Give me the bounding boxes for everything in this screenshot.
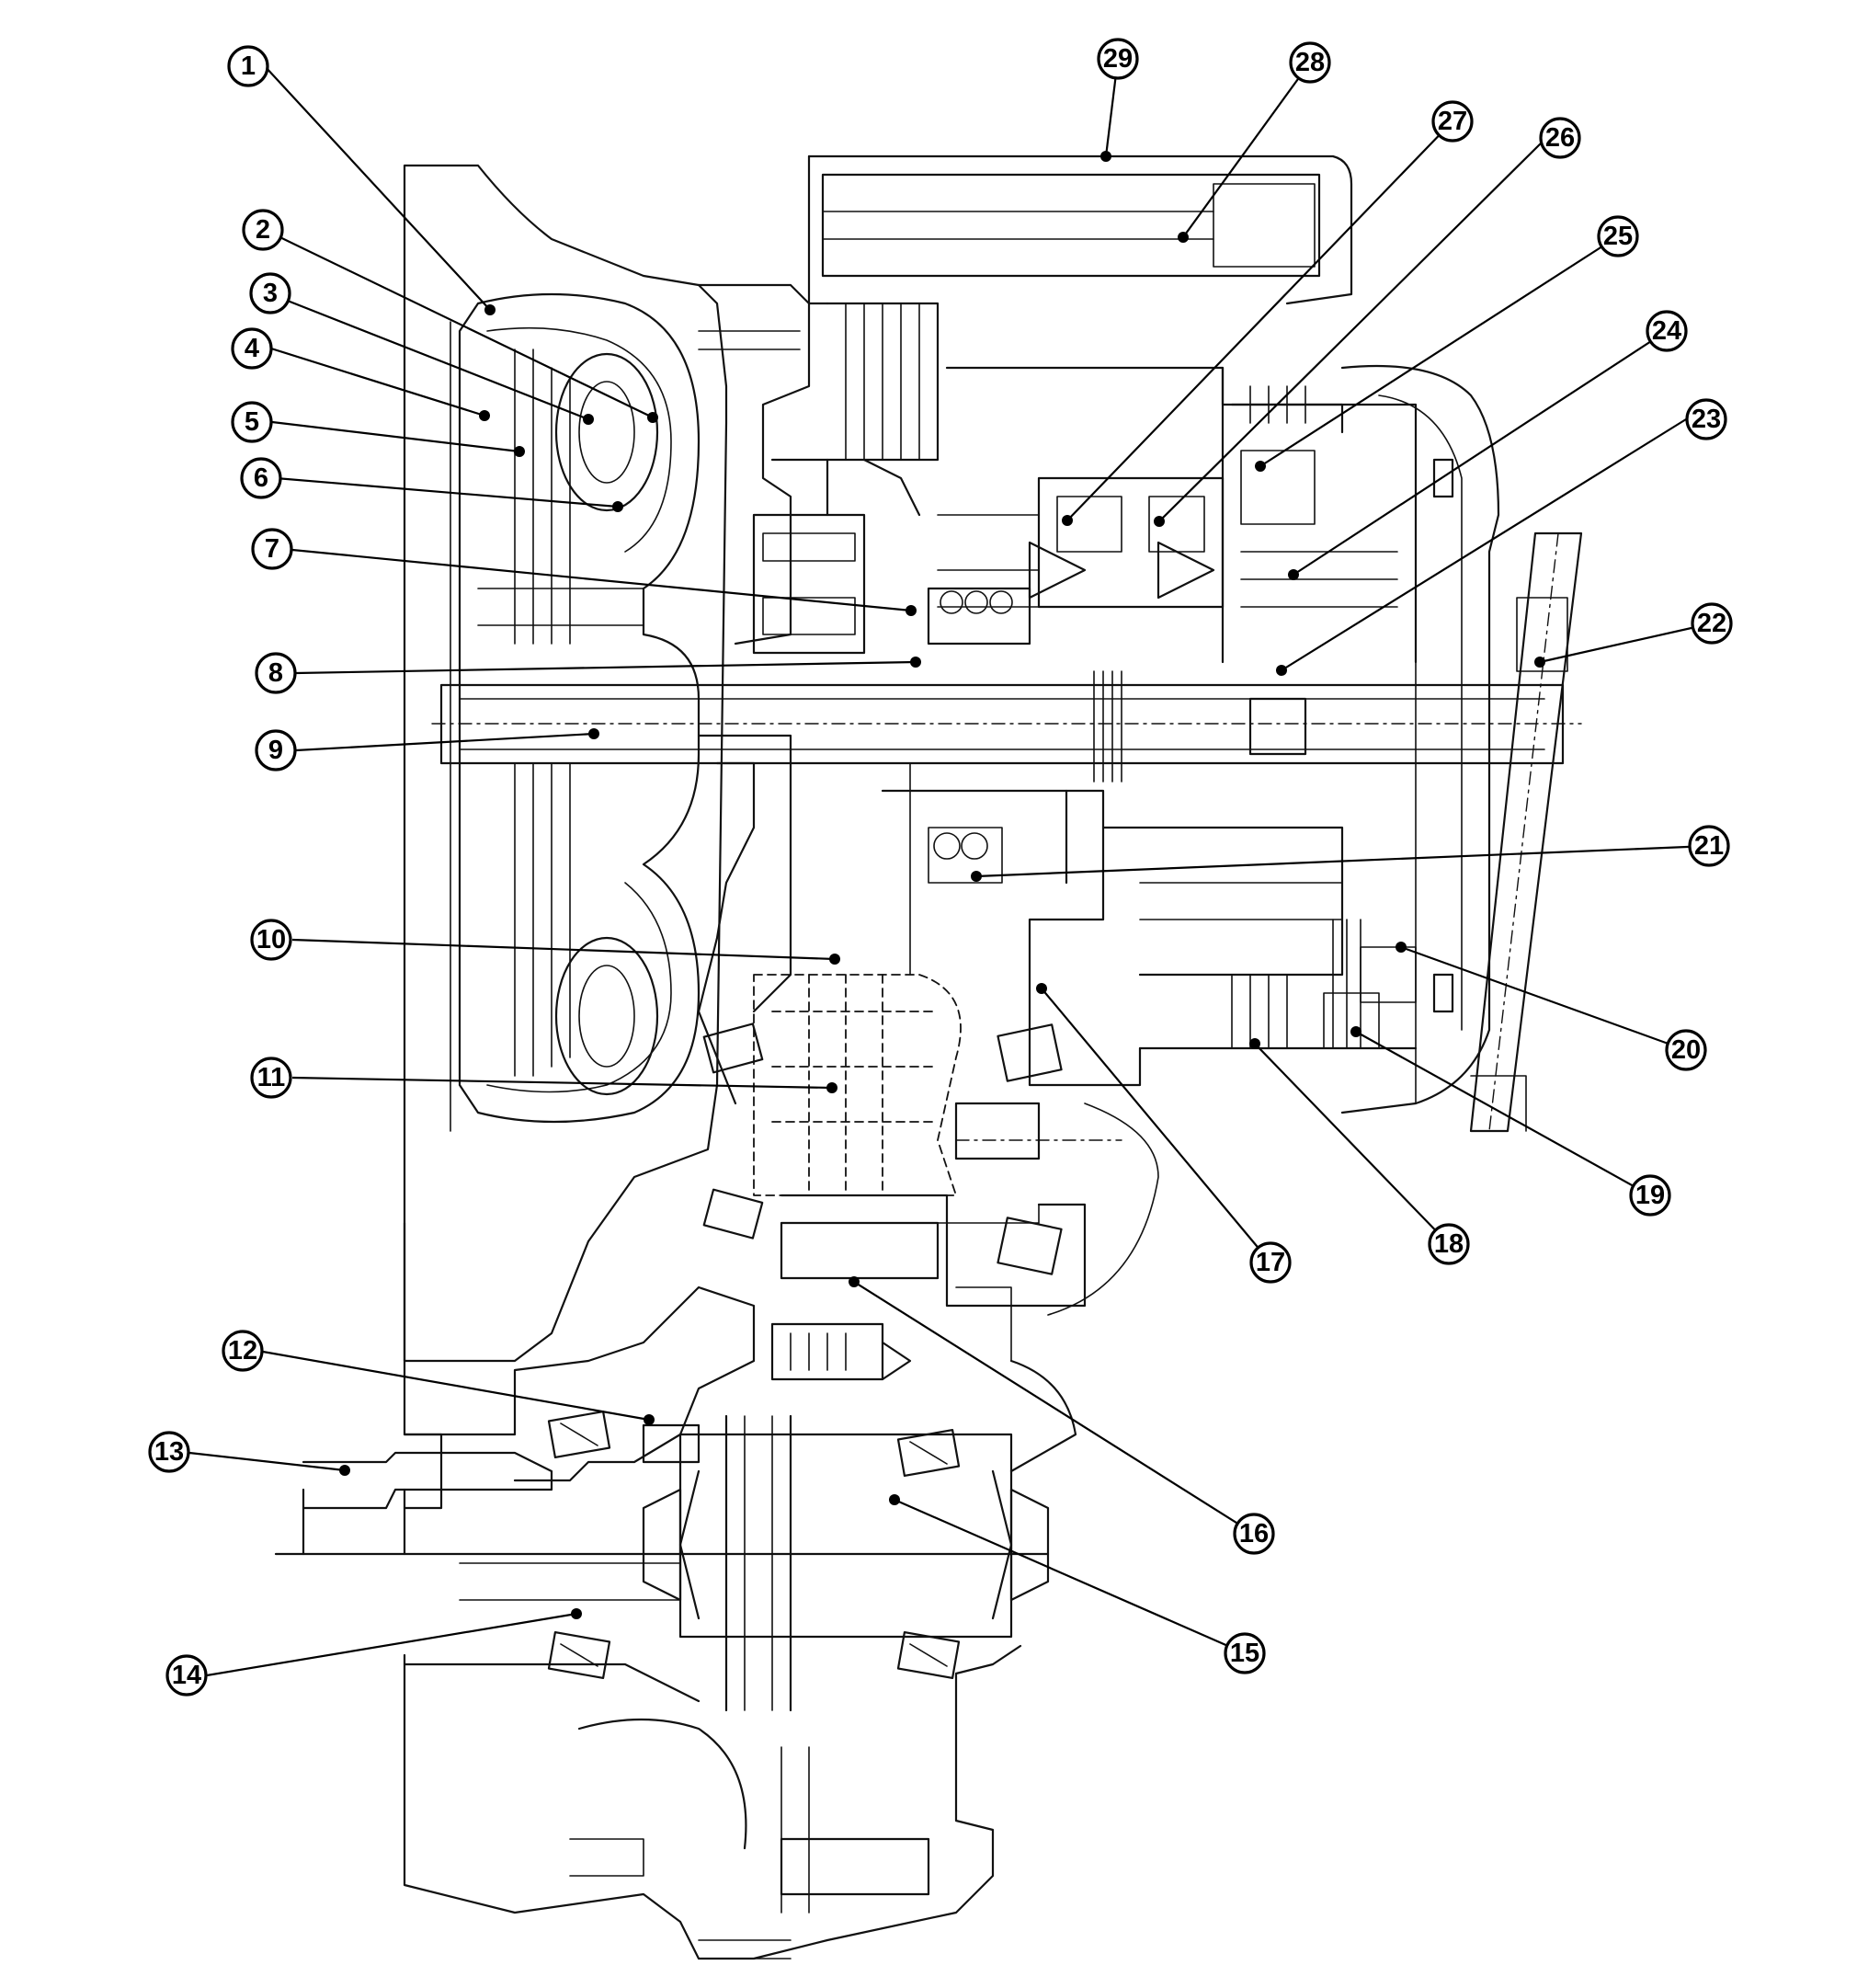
callout-24: 24 xyxy=(1646,310,1688,352)
callout-19-label: 19 xyxy=(1635,1181,1665,1210)
callout-26: 26 xyxy=(1539,117,1581,159)
callout-10-label: 10 xyxy=(256,925,286,954)
output-strip xyxy=(1469,531,1583,1133)
callout-4: 4 xyxy=(231,327,273,370)
callout-11: 11 xyxy=(250,1057,292,1099)
callout-29: 29 xyxy=(1097,38,1139,80)
callout-9: 9 xyxy=(255,729,297,771)
callout-15-label: 15 xyxy=(1230,1639,1259,1668)
callout-1: 1 xyxy=(227,45,269,87)
callout-6: 6 xyxy=(240,457,282,499)
callout-4-label: 4 xyxy=(245,334,259,363)
callout-19: 19 xyxy=(1629,1174,1671,1217)
callout-21-label: 21 xyxy=(1694,831,1724,861)
callout-22: 22 xyxy=(1691,602,1733,645)
callout-16: 16 xyxy=(1233,1513,1275,1555)
callout-2-label: 2 xyxy=(256,215,270,245)
callout-21: 21 xyxy=(1688,825,1730,867)
callout-18: 18 xyxy=(1428,1223,1470,1265)
callout-23: 23 xyxy=(1685,398,1727,440)
callout-7-label: 7 xyxy=(265,534,279,564)
callout-15: 15 xyxy=(1224,1632,1266,1674)
callout-9-label: 9 xyxy=(268,736,283,765)
callout-13: 13 xyxy=(148,1431,190,1473)
callout-13-label: 13 xyxy=(154,1437,184,1467)
callout-22-label: 22 xyxy=(1697,609,1726,638)
callout-17-label: 17 xyxy=(1256,1248,1285,1277)
callout-25: 25 xyxy=(1597,215,1639,257)
turbine-upper xyxy=(554,352,659,512)
callout-20-label: 20 xyxy=(1671,1035,1701,1065)
input-shaft xyxy=(439,683,1565,765)
callout-17: 17 xyxy=(1249,1241,1292,1284)
callout-14-label: 14 xyxy=(172,1661,201,1690)
callout-5-label: 5 xyxy=(245,407,259,437)
callout-26-label: 26 xyxy=(1545,123,1575,153)
callout-23-label: 23 xyxy=(1692,405,1721,434)
callout-2: 2 xyxy=(242,209,284,251)
callout-12: 12 xyxy=(222,1330,264,1372)
callout-7: 7 xyxy=(251,528,293,570)
callout-18-label: 18 xyxy=(1434,1229,1464,1259)
callout-27: 27 xyxy=(1431,100,1474,143)
callout-25-label: 25 xyxy=(1603,222,1633,251)
callout-8-label: 8 xyxy=(268,658,283,688)
leader-lines xyxy=(188,58,1713,1677)
callout-6-label: 6 xyxy=(254,463,268,493)
drive-shaft xyxy=(302,1451,553,1510)
callout-24-label: 24 xyxy=(1652,316,1681,346)
callout-16-label: 16 xyxy=(1239,1519,1269,1548)
callout-28-label: 28 xyxy=(1295,48,1325,77)
turbine-lower xyxy=(554,936,659,1096)
callout-8: 8 xyxy=(255,652,297,694)
callout-10: 10 xyxy=(250,919,292,961)
callout-27-label: 27 xyxy=(1438,107,1467,136)
callout-3: 3 xyxy=(249,272,291,314)
callout-28: 28 xyxy=(1289,41,1331,84)
callout-1-label: 1 xyxy=(241,51,256,81)
callout-3-label: 3 xyxy=(263,279,278,308)
callout-5: 5 xyxy=(231,401,273,443)
callout-11-label: 11 xyxy=(257,1063,286,1092)
differential-housing xyxy=(403,1221,756,1482)
torque-converter xyxy=(458,292,701,1124)
callout-20: 20 xyxy=(1665,1029,1707,1071)
callout-12-label: 12 xyxy=(228,1336,257,1365)
converter-housing xyxy=(403,164,728,1363)
callout-29-label: 29 xyxy=(1103,44,1133,74)
callout-14: 14 xyxy=(165,1654,208,1697)
transmission-drawing xyxy=(274,154,1583,1960)
